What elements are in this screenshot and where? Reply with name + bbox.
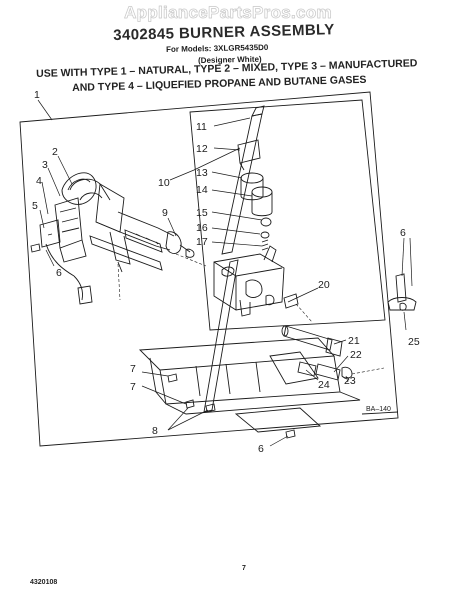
callout-20: 20 xyxy=(318,279,330,291)
callout-4: 4 xyxy=(36,175,42,187)
figure-code: BA–140 xyxy=(366,406,391,413)
callout-7-upper: 7 xyxy=(130,363,136,375)
callout-15: 15 xyxy=(196,207,208,219)
valve-stack xyxy=(237,139,273,251)
orifice-tube-fittings xyxy=(281,273,417,381)
callout-7-lower: 7 xyxy=(130,381,136,393)
page-number: 7 xyxy=(242,565,246,572)
callout-5: 5 xyxy=(32,200,38,212)
burner-body xyxy=(69,178,195,273)
callout-24: 24 xyxy=(318,379,330,391)
callout-25: 25 xyxy=(408,336,420,348)
gas-valve-body xyxy=(213,245,299,317)
callout-8: 8 xyxy=(152,425,158,437)
callout-6-left: 6 xyxy=(56,267,62,279)
callout-6-right: 6 xyxy=(400,227,406,239)
document-number: 4320108 xyxy=(30,579,58,586)
callout-16: 16 xyxy=(196,222,208,234)
callout-3: 3 xyxy=(42,159,48,171)
connection-guides xyxy=(117,253,385,375)
figure-code-underline xyxy=(361,411,399,415)
burner-bracket xyxy=(138,337,361,433)
callout-17: 17 xyxy=(196,236,208,248)
watermark-text: AppliancePartsPros.com xyxy=(124,3,332,23)
callout-22: 22 xyxy=(350,349,362,361)
callout-10: 10 xyxy=(158,177,170,189)
burner-flame-spreader xyxy=(61,172,97,205)
callout-23: 23 xyxy=(344,375,356,387)
callout-6-bottom: 6 xyxy=(258,443,264,455)
assembly-outline xyxy=(19,91,399,447)
callout-12: 12 xyxy=(196,143,208,155)
callout-13: 13 xyxy=(196,167,208,179)
valve-section-outline xyxy=(189,99,386,331)
manifold-pipe xyxy=(203,105,265,413)
loose-screws xyxy=(30,243,296,439)
callout-labels: 1 2 3 4 5 6 6 6 7 7 8 9 10 11 12 13 14 1… xyxy=(32,89,420,455)
callout-1: 1 xyxy=(34,89,40,101)
callout-2: 2 xyxy=(52,146,58,158)
callout-14: 14 xyxy=(196,184,208,196)
leader-lines xyxy=(37,99,413,447)
callout-9: 9 xyxy=(162,207,168,219)
igniter-assembly xyxy=(39,197,93,305)
callout-21: 21 xyxy=(348,335,360,347)
callout-11: 11 xyxy=(196,121,207,133)
